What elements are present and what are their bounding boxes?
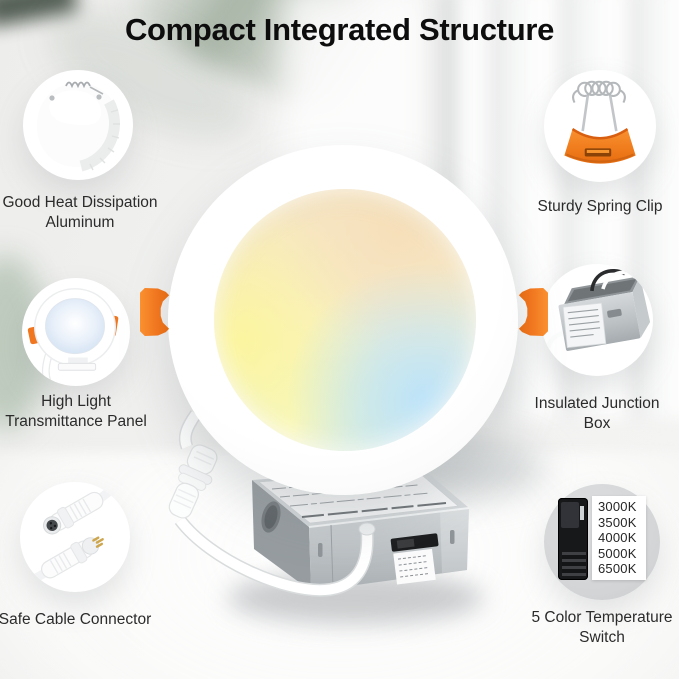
feature-label-heat-dissipation: Good Heat Dissipation Aluminum — [2, 194, 158, 231]
temp-option: 3000K — [598, 499, 637, 515]
temp-option: 3500K — [598, 514, 637, 530]
temp-option: 6500K — [598, 561, 637, 577]
feature-cable-connector — [20, 482, 130, 592]
temp-option: 5000K — [598, 545, 637, 561]
feature-heat-dissipation — [23, 70, 133, 180]
temp-option: 4000K — [598, 530, 637, 546]
feature-spring-clip — [544, 70, 656, 182]
driver-cable — [168, 410, 376, 597]
heat-sink-icon — [36, 81, 120, 172]
feature-label-light-panel: High Light Transmittance Panel — [5, 393, 147, 430]
box-temp-switch — [390, 533, 439, 585]
cable-connector-inline — [168, 444, 218, 519]
temp-switch-ribs — [562, 552, 586, 576]
temperature-list: 3000K 3500K 4000K 5000K 6500K — [592, 496, 646, 580]
spring-clip-icon — [564, 80, 636, 164]
feature-label-spring-clip: Sturdy Spring Clip — [537, 198, 663, 215]
feature-label-temp-switch: 5 Color Temperature Switch — [531, 609, 673, 646]
page-title: Compact Integrated Structure — [124, 12, 555, 47]
feature-light-panel — [22, 278, 130, 386]
feature-label-cable-connector: Safe Cable Connector — [0, 611, 152, 628]
feature-label-junction-box: Insulated Junction Box — [534, 395, 660, 432]
downlight-panel — [214, 189, 476, 451]
